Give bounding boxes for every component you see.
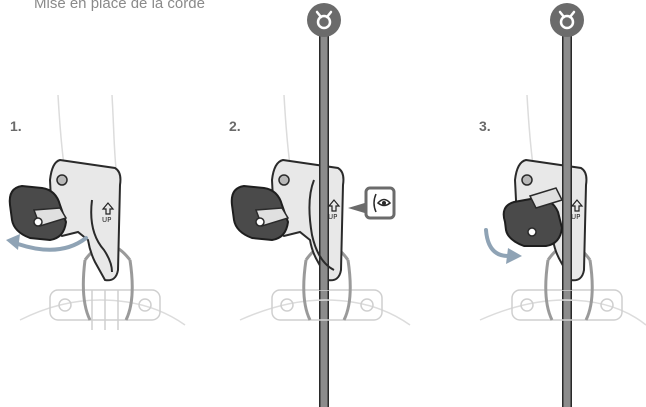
up-label-3: UP — [571, 213, 580, 221]
anchor-badge-icon — [307, 3, 341, 37]
anchor-badge-icon — [550, 3, 584, 37]
device-step-3: UP — [479, 94, 646, 326]
rotation-arrow-icon — [506, 248, 522, 264]
step-number-1: 1. — [10, 118, 22, 134]
eye-check-icon — [348, 186, 396, 220]
diagram-title: Mise en place de la corde — [34, 0, 205, 12]
step-number-2: 2. — [229, 118, 241, 134]
rotation-arrow-icon — [6, 234, 20, 250]
device-step-2: UP — [230, 94, 411, 326]
up-label-1: UP — [102, 216, 111, 224]
device-step-1: UP — [6, 94, 186, 330]
up-label-2: UP — [328, 213, 337, 221]
step-number-3: 3. — [479, 118, 491, 134]
